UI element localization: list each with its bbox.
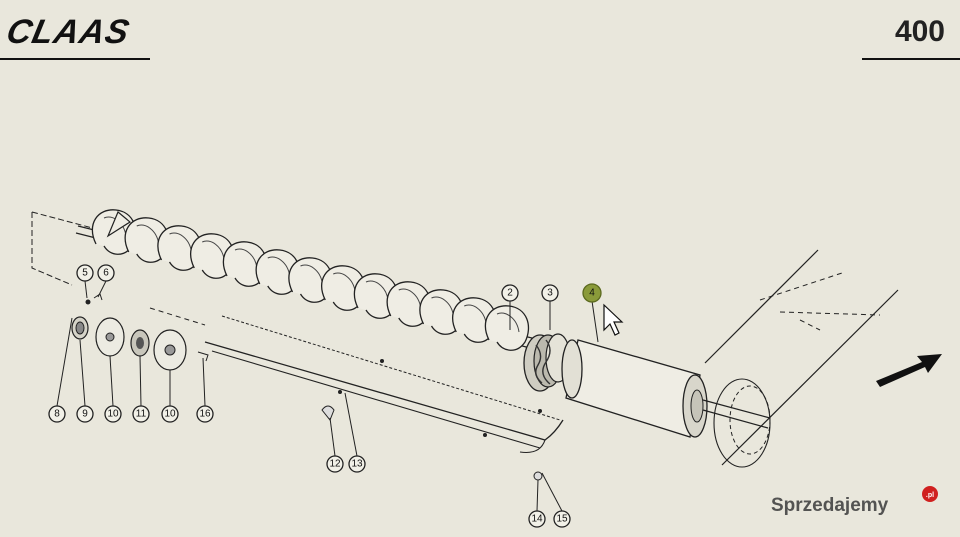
brand-logo-text: CLAAS xyxy=(3,13,133,51)
housing-outline xyxy=(704,249,899,468)
mouse-cursor-icon xyxy=(603,303,624,336)
svg-text:10: 10 xyxy=(107,409,119,420)
leader-lines xyxy=(56,280,599,512)
auger-flights xyxy=(91,209,530,351)
callout-2[interactable]: 2 xyxy=(501,284,519,302)
svg-text:16: 16 xyxy=(199,409,211,420)
callout-9[interactable]: 9 xyxy=(76,405,94,423)
small-parts-left xyxy=(71,293,543,481)
svg-text:13: 13 xyxy=(351,459,363,470)
watermark-dot-icon xyxy=(922,486,938,502)
watermark: Sprzedajemy .pl xyxy=(771,486,938,516)
callout-12[interactable]: 12 xyxy=(326,455,344,473)
auger-flight xyxy=(484,305,530,351)
svg-text:4: 4 xyxy=(589,288,595,299)
direction-arrow-icon xyxy=(876,354,942,387)
svg-text:2: 2 xyxy=(507,288,513,299)
callout-15[interactable]: 15 xyxy=(553,510,571,528)
callout-14[interactable]: 14 xyxy=(528,510,546,528)
svg-text:14: 14 xyxy=(531,514,543,525)
callout-10-a[interactable]: 10 xyxy=(104,405,122,423)
svg-text:3: 3 xyxy=(547,288,553,299)
svg-text:11: 11 xyxy=(136,409,147,420)
bearing-ring xyxy=(523,333,571,392)
break-line-left xyxy=(31,212,73,286)
callout-13[interactable]: 13 xyxy=(348,455,366,473)
callout-4-highlighted[interactable]: 4 xyxy=(582,283,602,303)
callout-10-b[interactable]: 10 xyxy=(161,405,179,423)
svg-text:15: 15 xyxy=(556,514,568,525)
svg-text:12: 12 xyxy=(329,459,341,470)
callout-6[interactable]: 6 xyxy=(97,264,115,282)
svg-text:5: 5 xyxy=(82,268,88,279)
svg-text:6: 6 xyxy=(103,268,109,279)
page-number: 400 xyxy=(895,15,945,48)
callout-11[interactable]: 11 xyxy=(132,405,150,423)
callout-16[interactable]: 16 xyxy=(196,405,214,423)
auger-trough xyxy=(204,315,564,454)
callout-5[interactable]: 5 xyxy=(76,264,94,282)
drive-tube xyxy=(561,339,771,438)
svg-text:10: 10 xyxy=(164,409,176,420)
auger-flight-tip xyxy=(106,211,132,238)
svg-text:8: 8 xyxy=(54,409,60,420)
watermark-suffix: .pl xyxy=(926,492,934,499)
callout-3[interactable]: 3 xyxy=(541,284,559,302)
brand-logo: CLAAS xyxy=(3,13,133,51)
watermark-text: Sprzedajemy xyxy=(771,495,889,516)
break-line-top xyxy=(31,211,101,231)
callout-8[interactable]: 8 xyxy=(48,405,66,423)
svg-text:9: 9 xyxy=(82,409,88,420)
